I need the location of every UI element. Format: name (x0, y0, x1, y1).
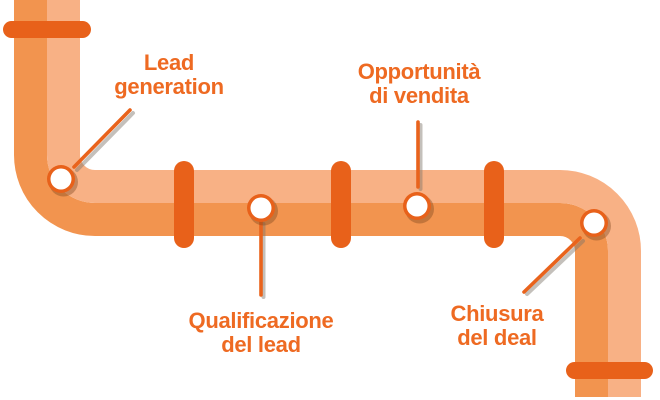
pipe-coupling-1 (174, 161, 194, 248)
port-hole-qualificazione (250, 197, 272, 219)
connector-lead-generation (72, 108, 132, 169)
port-hole-chiusura (583, 212, 605, 234)
port-hole-lead-generation (50, 168, 72, 190)
label-lead-generation: Lead generation (114, 50, 224, 99)
pipe-coupling-3 (484, 161, 504, 248)
pipe-ports (47, 165, 611, 241)
connector-lines (72, 108, 582, 297)
pipe-coupling-top-left (3, 21, 91, 38)
port-hole-opportunita (406, 195, 428, 217)
pipe-base-band (14, 0, 608, 397)
label-opportunita-di-vendita: Opportunità di vendita (357, 59, 481, 108)
connector-shadows (75, 111, 585, 299)
connector-chiusura (522, 236, 582, 294)
label-qualificazione-del-lead: Qualificazione del lead (188, 308, 334, 357)
pipe-coupling-2 (331, 161, 351, 248)
pipe-coupling-bottom-right (566, 362, 653, 379)
label-chiusura-del-deal: Chiusura del deal (450, 301, 544, 350)
